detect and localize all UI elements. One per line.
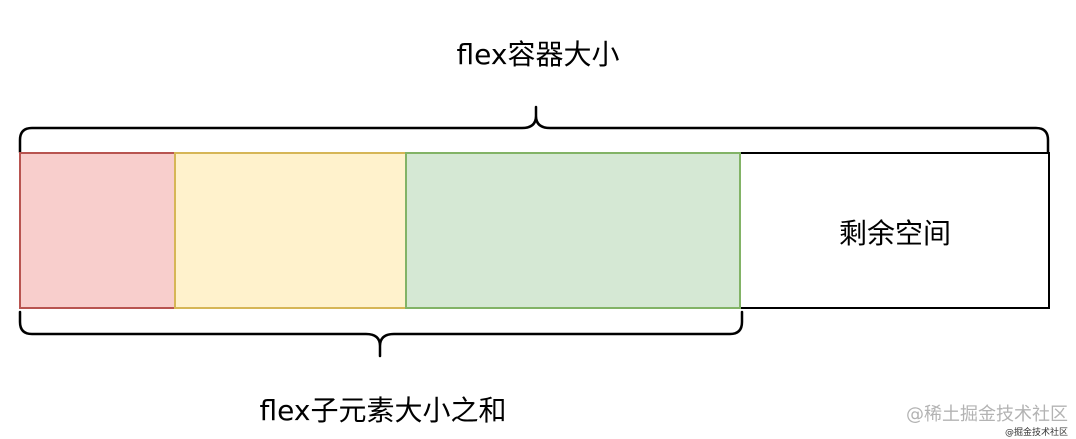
watermark-subtext: @掘金技术社区 xyxy=(1005,426,1068,438)
items-size-brace xyxy=(18,310,744,358)
remaining-space-box xyxy=(739,152,1050,309)
flex-item-green xyxy=(406,153,740,308)
container-size-brace xyxy=(18,105,1050,154)
container-size-label: flex容器大小 xyxy=(457,38,620,71)
items-size-label: flex子元素大小之和 xyxy=(260,394,507,427)
flex-item-red xyxy=(20,153,175,308)
remaining-space-label: 剩余空间 xyxy=(839,217,951,250)
flex-item-yellow xyxy=(175,153,406,308)
watermark-text: @稀土掘金技术社区 xyxy=(906,404,1068,425)
flex-item-green-border xyxy=(405,152,741,309)
